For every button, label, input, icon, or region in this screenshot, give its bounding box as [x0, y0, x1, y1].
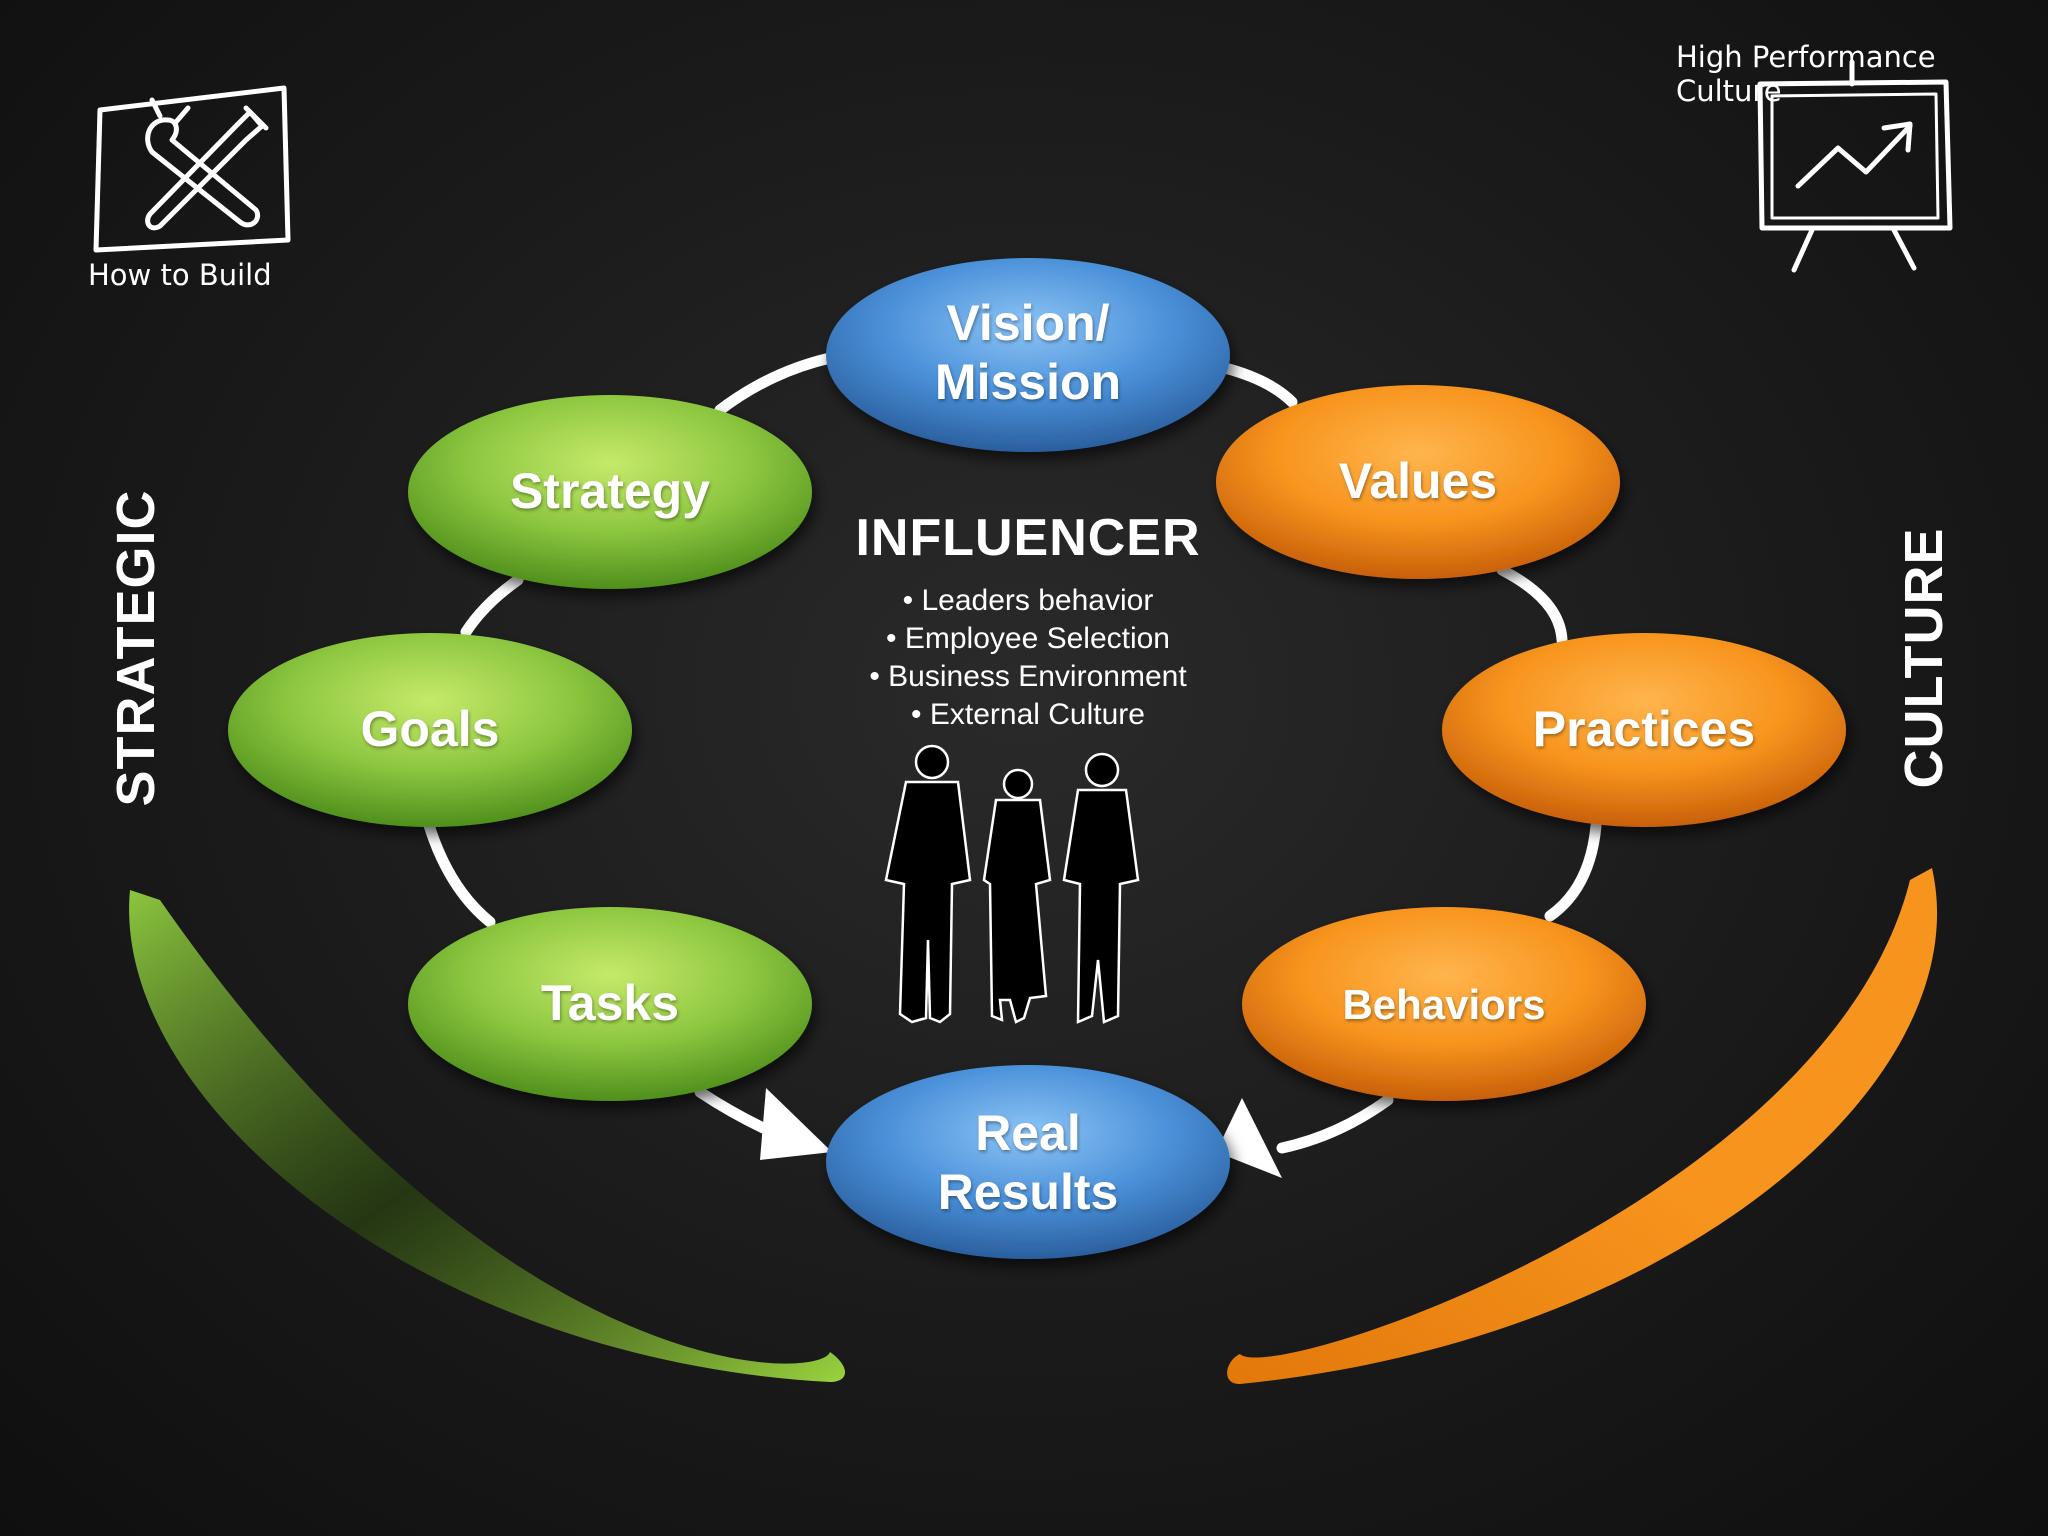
influencer-list: Leaders behavior Employee Selection Busi… [780, 582, 1276, 734]
node-vision-mission-label: Vision/ Mission [934, 295, 1122, 410]
node-strategy-label: Strategy [509, 463, 711, 519]
connector-practices-behaviors [1544, 820, 1602, 922]
connector-vision-values [1219, 362, 1298, 408]
connector-strategy-goals [460, 574, 524, 638]
connector-values-practices [1496, 564, 1568, 646]
how-to-build-label: How to Build [88, 258, 272, 292]
influencer-item: Business Environment [780, 658, 1276, 696]
culture-swoosh [1227, 868, 1938, 1384]
connector-ring [422, 352, 1602, 1154]
node-vision-mission [826, 258, 1230, 452]
arrowhead-right-icon [1216, 1098, 1282, 1178]
influencer-item: External Culture [780, 696, 1276, 734]
high-performance-culture-label: High Performance Culture [1676, 40, 1936, 108]
strategic-swoosh [129, 890, 845, 1382]
connector-goals-tasks [422, 816, 496, 928]
influencer-item: Leaders behavior [780, 582, 1276, 620]
influencer-item: Employee Selection [780, 620, 1276, 658]
culture-side-label: CULTURE [1894, 527, 1954, 789]
node-tasks [408, 907, 812, 1101]
business-people-silhouette-icon [884, 744, 1140, 1024]
node-values-label: Values [1338, 453, 1498, 509]
arrowhead-left-icon [760, 1088, 832, 1160]
node-behaviors [1242, 907, 1646, 1101]
node-tasks-label: Tasks [540, 975, 680, 1031]
presentation-chart-icon [1757, 59, 1953, 273]
node-real-results [826, 1065, 1230, 1259]
node-strategy [408, 395, 812, 589]
wrench-screwdriver-icon [93, 85, 291, 253]
strategic-side-label: STRATEGIC [106, 489, 166, 807]
connector-behaviors-results [1276, 1094, 1394, 1154]
node-practices-label: Practices [1532, 701, 1756, 757]
connector-strategy-vision [714, 352, 836, 416]
node-real-results-label: Real Results [937, 1105, 1119, 1220]
node-goals [228, 633, 632, 827]
node-values [1216, 385, 1620, 579]
node-practices [1442, 633, 1846, 827]
influencer-title: INFLUENCER [855, 509, 1201, 567]
node-behaviors-label: Behaviors [1342, 981, 1546, 1028]
node-goals-label: Goals [360, 701, 500, 757]
